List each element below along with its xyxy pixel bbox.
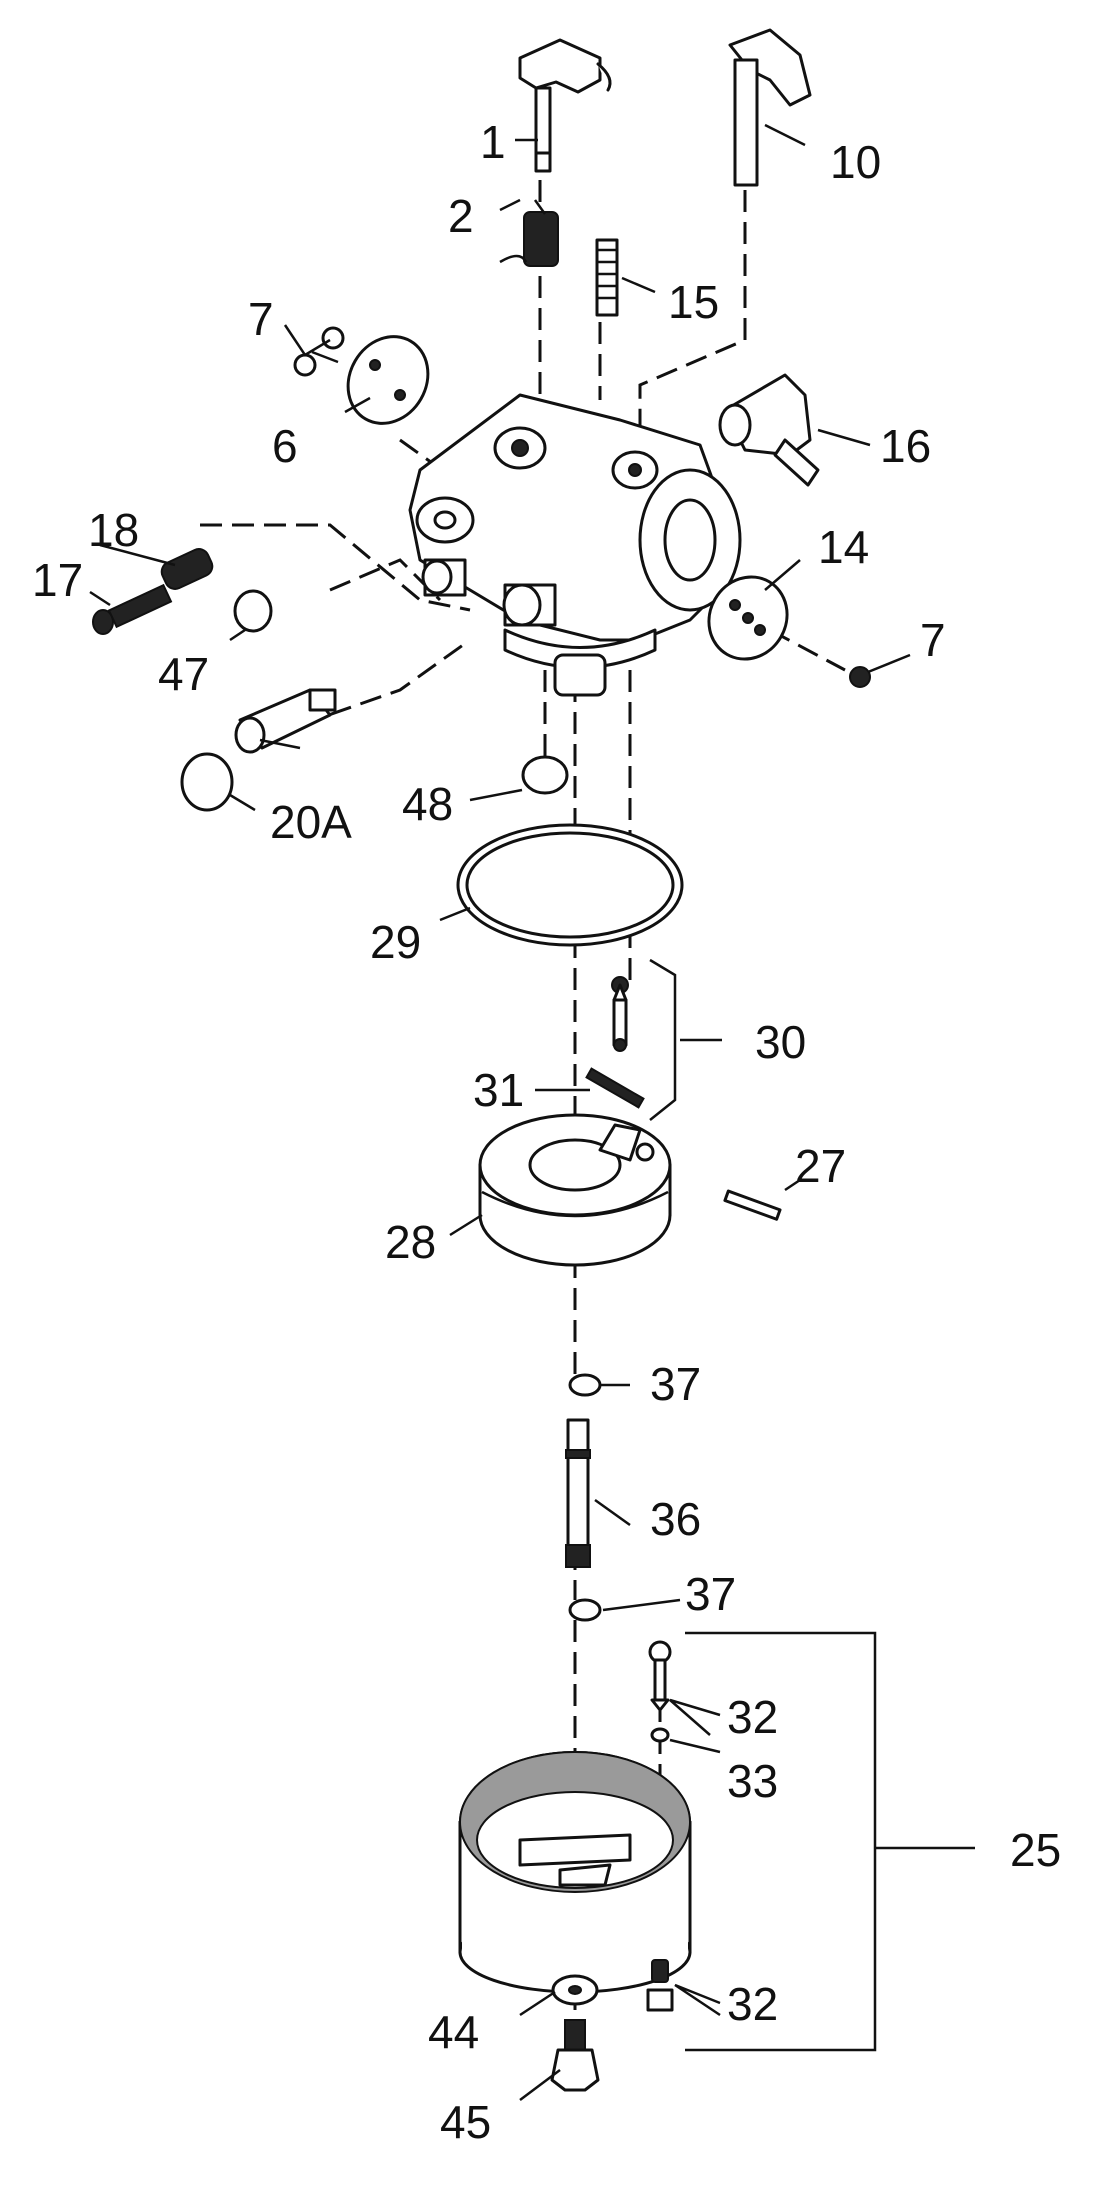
callout-label: 37	[650, 1358, 701, 1410]
fuel-bowl-part	[458, 1751, 692, 1994]
throttle-plate-part	[707, 575, 789, 661]
callout-label: 10	[830, 136, 881, 188]
callout-label: 15	[668, 276, 719, 328]
idle-mixture-screw-part	[92, 583, 173, 635]
callout-label: 31	[473, 1064, 524, 1116]
callout-label: 32	[727, 1691, 778, 1743]
float-pin-part	[585, 1067, 645, 1109]
part-drawings	[92, 28, 871, 2092]
callout-label: 30	[755, 1016, 806, 1068]
float-part	[478, 1113, 672, 1267]
main-nozzle-part	[565, 1418, 591, 1568]
choke-plate-part	[346, 335, 430, 425]
callout-label: 1	[480, 116, 506, 168]
callout-label: 20A	[270, 796, 352, 848]
seal-part-48	[521, 755, 569, 795]
float-hinge-pin-part	[723, 1189, 782, 1221]
callout-label: 32	[727, 1978, 778, 2030]
callout-label: 44	[428, 2006, 479, 2058]
idle-screw-part	[595, 238, 619, 317]
bowl-screw-part	[648, 1640, 672, 1743]
choke-lever-part	[728, 28, 812, 187]
callout-label: 47	[158, 648, 209, 700]
o-ring-part-37b	[568, 1598, 602, 1622]
callout-label: 17	[32, 554, 83, 606]
leader-lines	[89, 123, 975, 2101]
callout-label: 16	[880, 420, 931, 472]
screws-part-7	[293, 326, 345, 377]
callout-label: 45	[440, 2096, 491, 2148]
o-ring-part-37a	[568, 1373, 602, 1397]
callout-labels: 1 2 10 7 15 6 16 18 17 14 47 7 48 20A 29…	[32, 116, 1061, 2148]
callout-label: 27	[795, 1140, 846, 1192]
spring-part-18	[160, 548, 214, 590]
callout-label: 7	[248, 293, 274, 345]
inlet-needle-part	[611, 976, 629, 1052]
bowl-nut-part	[550, 2019, 600, 2092]
carburetor-body	[408, 393, 742, 697]
callout-label: 2	[448, 190, 474, 242]
main-jet-part	[234, 688, 337, 754]
callout-label: 28	[385, 1216, 436, 1268]
screw-part-7b	[849, 666, 871, 688]
callout-label: 37	[685, 1568, 736, 1620]
welch-plug-part	[180, 752, 234, 812]
callout-label: 14	[818, 521, 869, 573]
callout-label: 33	[727, 1755, 778, 1807]
callout-label: 25	[1010, 1824, 1061, 1876]
callout-label: 18	[88, 504, 139, 556]
callout-label: 6	[272, 420, 298, 472]
throttle-lever-part	[518, 38, 612, 173]
fuel-inlet-part	[718, 373, 820, 487]
callout-label: 36	[650, 1493, 701, 1545]
o-ring-part-47	[233, 589, 273, 633]
washer-part-44	[551, 1974, 599, 2006]
drain-screw-part	[646, 1959, 674, 2012]
spring-part-2	[499, 199, 559, 267]
callout-label: 29	[370, 916, 421, 968]
bowl-gasket-part	[456, 823, 684, 947]
callout-label: 7	[920, 614, 946, 666]
callout-label: 48	[402, 778, 453, 830]
